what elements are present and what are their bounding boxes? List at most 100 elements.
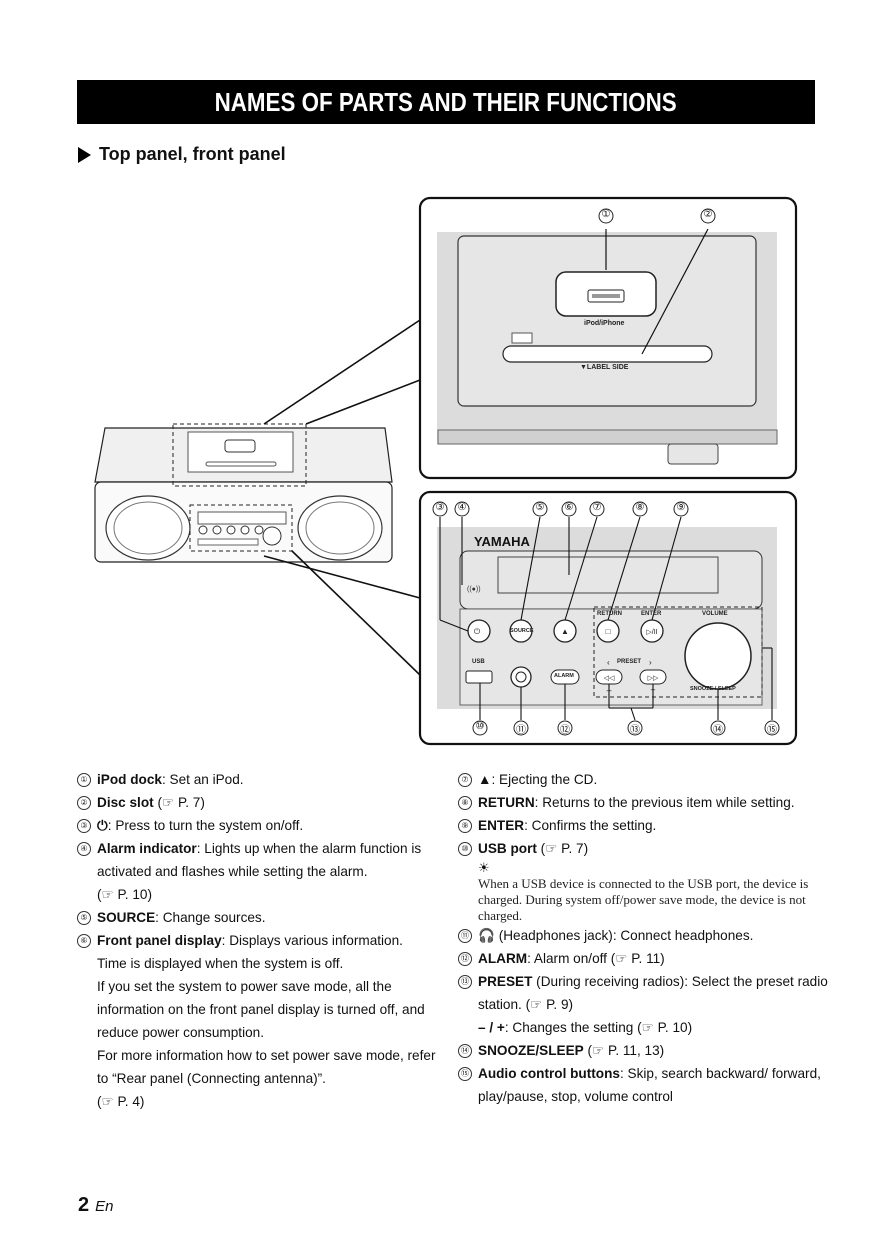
item-desc: : Set an iPod. <box>161 772 244 787</box>
item-number: ⑨ <box>458 819 472 833</box>
front-panel-detail: ((●)) ⏻ ▲ □ ▷/II ◁◁ ▷▷ – + ‹ › <box>418 490 798 746</box>
item-desc: (☞ P. 7) <box>536 841 589 856</box>
item-line: If you set the system to power save mode… <box>97 979 425 1040</box>
callout-14: ⑭ <box>713 725 723 736</box>
svg-text:◁◁: ◁◁ <box>604 675 615 682</box>
item-desc: (☞ P. 11, 13) <box>583 1043 665 1058</box>
callout-markers <box>432 208 780 736</box>
callout-8: ⑧ <box>635 502 645 513</box>
usb-label: USB <box>472 659 485 665</box>
list-item: ④ Alarm indicator: Lights up when the ala… <box>77 837 437 906</box>
item-term: SOURCE <box>97 910 156 925</box>
item-desc: (During receiving radios): Select the pr… <box>478 974 828 1012</box>
item-number: ② <box>77 796 91 810</box>
item-desc: : Changes the setting (☞ P. 10) <box>504 1020 693 1035</box>
item-term: USB port <box>478 841 537 856</box>
item-desc: : Skip, search backward/ forward, play/p… <box>478 1066 821 1104</box>
power-icon: ⏻ <box>97 818 108 833</box>
svg-text:+: + <box>650 685 655 695</box>
item-term: Front panel display <box>97 933 222 948</box>
language-label: En <box>95 1198 114 1215</box>
item-desc: : Returns to the previous item while set… <box>534 795 795 810</box>
callout-3: ③ <box>435 502 445 513</box>
callout-13: ⑬ <box>630 725 640 736</box>
list-item: ⑮ Audio control buttons: Skip, search bac… <box>458 1062 838 1108</box>
item-desc: : Confirms the setting. <box>524 818 657 833</box>
list-item: ⑫ ALARM: Alarm on/off (☞ P. 11) <box>458 947 838 970</box>
item-term: iPod dock <box>97 772 162 787</box>
item-number: ⑦ <box>458 773 472 787</box>
section-heading: Top panel, front panel <box>78 144 286 165</box>
item-desc: (☞ P. 7) <box>153 795 205 810</box>
item-number: ④ <box>77 842 91 856</box>
callout-6: ⑥ <box>564 502 574 513</box>
page-title: NAMES OF PARTS AND THEIR FUNCTIONS <box>77 80 815 124</box>
item-line: Time is displayed when the system is off… <box>97 956 344 971</box>
list-item: ⑪🎧 (Headphones jack): Connect headphones… <box>458 924 838 947</box>
item-term: Audio control buttons <box>478 1066 620 1081</box>
item-ref: (☞ P. 10) <box>97 887 153 902</box>
callout-10: ⑩ <box>475 721 485 732</box>
enter-label: ENTER <box>641 611 662 617</box>
callout-4: ④ <box>457 502 467 513</box>
hint-icon: ☀ <box>478 860 490 875</box>
top-panel-detail <box>418 196 798 480</box>
item-term: Disc slot <box>97 795 154 810</box>
source-button-label: SOURCE <box>510 628 534 634</box>
list-item: ⑥ Front panel display: Displays various i… <box>77 929 437 1113</box>
usb-note: When a USB device is connected to the US… <box>478 876 809 923</box>
item-desc: (Headphones jack): Connect headphones. <box>494 928 754 943</box>
item-number: ① <box>77 773 91 787</box>
headphones-icon: 🎧 <box>478 928 495 943</box>
callout-15: ⑮ <box>767 725 777 736</box>
alarm-button-label: ALARM <box>554 673 574 679</box>
label-side-text: ▼LABEL SIDE <box>580 364 629 371</box>
item-number: ⑫ <box>458 952 472 966</box>
unit-overview <box>94 423 393 563</box>
item-ref: (☞ P. 4) <box>97 1094 145 1109</box>
svg-text:⏻: ⏻ <box>474 627 481 636</box>
item-line: For more information how to set power sa… <box>97 1048 436 1086</box>
item-term: PRESET <box>478 974 533 989</box>
item-desc: : Displays various information. <box>221 933 403 948</box>
callout-7: ⑦ <box>592 502 602 513</box>
item-term: RETURN <box>478 795 535 810</box>
parts-list-left: ① iPod dock: Set an iPod. ② Disc slot (☞ P… <box>77 768 437 1113</box>
svg-text:((●)): ((●)) <box>467 586 481 593</box>
list-item: ⑦▲: Ejecting the CD. <box>458 768 838 791</box>
preset-label: PRESET <box>617 659 642 665</box>
callout-5: ⑤ <box>535 502 545 513</box>
item-number: ⑭ <box>458 1044 472 1058</box>
item-term: ENTER <box>478 818 525 833</box>
item-term: ALARM <box>478 951 528 966</box>
callout-12: ⑫ <box>560 725 570 736</box>
item-desc: : Change sources. <box>155 910 266 925</box>
item-desc: : Alarm on/off (☞ P. 11) <box>527 951 665 966</box>
list-item: ② Disc slot (☞ P. 7) <box>77 791 437 814</box>
item-term: SNOOZE/SLEEP <box>478 1043 584 1058</box>
list-item: ③⏻: Press to turn the system on/off. <box>77 814 437 837</box>
svg-text:□: □ <box>606 627 611 636</box>
item-number: ③ <box>77 819 91 833</box>
list-item: ⑨ ENTER: Confirms the setting. <box>458 814 838 837</box>
callout-1: ① <box>601 209 611 220</box>
item-number: ⑥ <box>77 934 91 948</box>
svg-text:‹: ‹ <box>607 658 610 667</box>
callout-11: ⑪ <box>516 725 526 736</box>
svg-text:▲: ▲ <box>561 627 569 636</box>
item-desc: : Lights up when the alarm function is a… <box>97 841 422 879</box>
list-item: ⑭ SNOOZE/SLEEP (☞ P. 11, 13) <box>458 1039 838 1062</box>
svg-text:▷▷: ▷▷ <box>648 675 659 682</box>
svg-text:–: – <box>606 685 611 695</box>
item-term: Alarm indicator <box>97 841 197 856</box>
item-number: ⑮ <box>458 1067 472 1081</box>
dock-label: iPod/iPhone <box>584 320 625 327</box>
triangle-bullet-icon <box>78 146 91 163</box>
brand-logo: YAMAHA <box>474 534 530 549</box>
